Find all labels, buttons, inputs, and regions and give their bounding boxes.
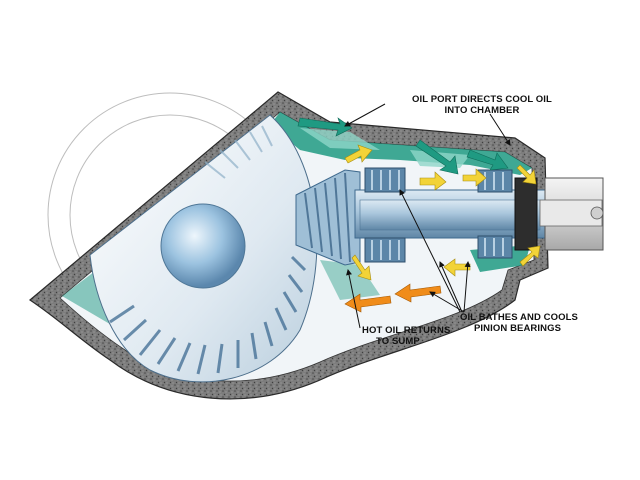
pinion-teeth: [304, 172, 351, 263]
callout-oil-port-line1: OIL PORT DIRECTS COOL OIL: [412, 94, 552, 105]
yoke-bolt: [590, 206, 604, 220]
pinion-seal: [514, 177, 538, 251]
differential-case: [160, 203, 246, 289]
callout-hot-oil: HOT OIL RETURNS TO SUMP: [362, 325, 482, 347]
pinion-shaft-neck: [359, 199, 541, 231]
inner-pinion-bearing: [364, 167, 406, 263]
callout-hot-oil-line2: TO SUMP: [376, 336, 420, 347]
callout-leaders: [344, 103, 511, 329]
oil-bath-arrows: [344, 144, 541, 281]
callout-oil-port-line2: INTO CHAMBER: [444, 105, 520, 116]
callout-oil-bathes: OIL BATHES AND COOLS PINION BEARINGS: [460, 312, 640, 334]
ring-gear-teeth-upper: [204, 125, 273, 179]
callout-hot-oil-line1: HOT OIL RETURNS: [362, 325, 451, 336]
callout-oil-bathes-line1: OIL BATHES AND COOLS: [460, 312, 578, 323]
hot-oil-arrows: [344, 283, 442, 313]
cool-oil-arrows: [297, 117, 509, 175]
outer-pinion-bearing: [477, 169, 513, 259]
callout-oil-port: OIL PORT DIRECTS COOL OIL INTO CHAMBER: [382, 94, 582, 116]
ring-gear-teeth: [109, 255, 307, 375]
callout-oil-bathes-line2: PINION BEARINGS: [474, 323, 562, 334]
